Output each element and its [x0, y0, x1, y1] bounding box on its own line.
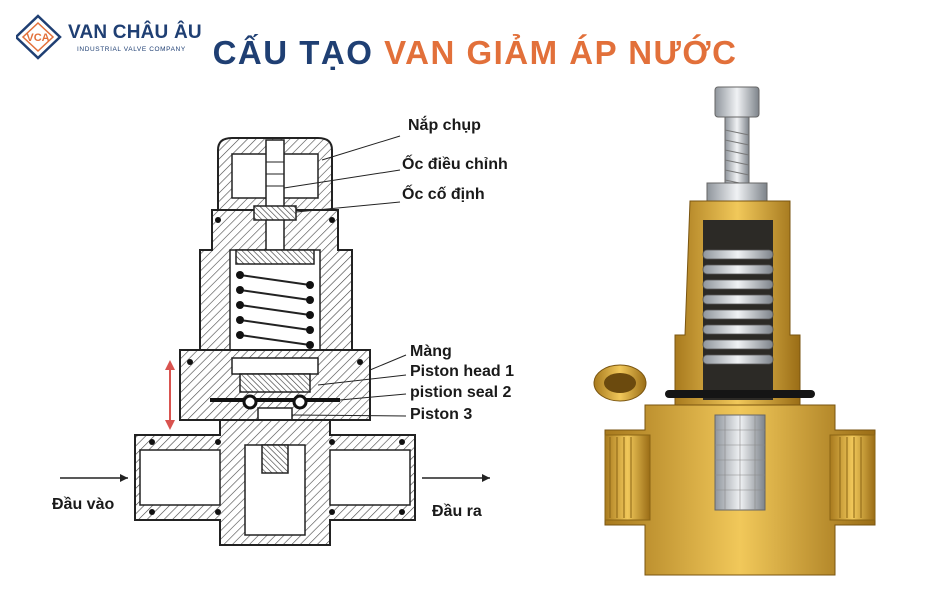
page-title: CẤU TẠO VAN GIẢM ÁP NƯỚC — [0, 34, 950, 72]
brand-name: VAN CHÂU ÂU — [68, 22, 202, 43]
valve-body — [134, 217, 416, 546]
brass-body — [604, 404, 876, 576]
gauge-port-plug — [593, 364, 647, 402]
brand-tagline: INDUSTRIAL VALVE COMPANY — [77, 46, 186, 53]
adjustment-screw — [253, 139, 297, 251]
travel-arrow-icon — [165, 360, 175, 430]
flow-arrows — [60, 474, 490, 482]
label-dau-ra: Đầu ra — [432, 503, 482, 520]
label-mang: Màng — [410, 343, 452, 360]
svg-text:VCA: VCA — [26, 32, 49, 44]
label-oc-co-dinh: Ốc cố định — [402, 186, 485, 203]
valve-cross-section-diagram — [60, 135, 490, 546]
label-piston-head: Piston head 1 — [410, 363, 515, 380]
label-nap-chup: Nắp chụp — [408, 117, 481, 134]
spring — [235, 249, 315, 349]
label-dau-vao: Đầu vào — [52, 496, 115, 513]
top-bolt — [706, 86, 768, 218]
label-oc-dieu-chinh: Ốc điều chỉnh — [402, 156, 508, 173]
label-piston-seal: pistion seal 2 — [410, 384, 512, 401]
vca-logo-icon: VCA — [16, 14, 62, 60]
spring-coils — [702, 249, 774, 365]
valve-cutaway-illustration — [593, 86, 876, 576]
title-part-1: CẤU TẠO — [212, 34, 374, 71]
brand-logo: VCA VAN CHÂU ÂU INDUSTRIAL VALVE COMPANY — [16, 14, 216, 60]
title-part-2: VAN GIẢM ÁP NƯỚC — [384, 34, 738, 71]
label-piston: Piston 3 — [410, 406, 473, 423]
leader-lines — [283, 135, 407, 417]
threaded-ports — [604, 434, 876, 521]
